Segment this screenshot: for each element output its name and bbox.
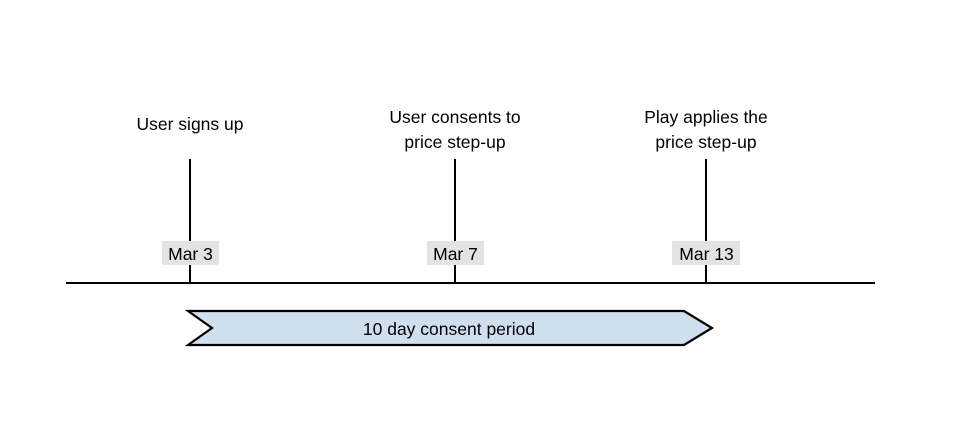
date-label-signup: Mar 3 <box>168 244 213 264</box>
date-chip-background-signup <box>162 241 219 265</box>
event-label-consent-line-2: price step-up <box>404 132 505 152</box>
event-label-consent-line-1: User consents to <box>389 107 520 127</box>
event-label-signup-line-1: User signs up <box>137 114 244 134</box>
timeline-event-signup: User signs up Mar 3 <box>137 114 244 283</box>
date-chip-background-apply <box>672 241 740 265</box>
timeline-event-consent: User consents to price step-up Mar 7 <box>389 107 521 283</box>
consent-period-banner-label: 10 day consent period <box>363 319 535 339</box>
date-chip-background-consent <box>427 241 484 265</box>
date-label-consent: Mar 7 <box>433 244 478 264</box>
date-label-apply: Mar 13 <box>679 244 733 264</box>
event-label-apply-line-1: Play applies the <box>644 107 768 127</box>
timeline-event-apply: Play applies the price step-up Mar 13 <box>644 107 768 283</box>
event-label-apply-line-2: price step-up <box>655 132 756 152</box>
consent-period-banner: 10 day consent period <box>184 309 715 347</box>
consent-period-banner-shape <box>184 309 715 347</box>
